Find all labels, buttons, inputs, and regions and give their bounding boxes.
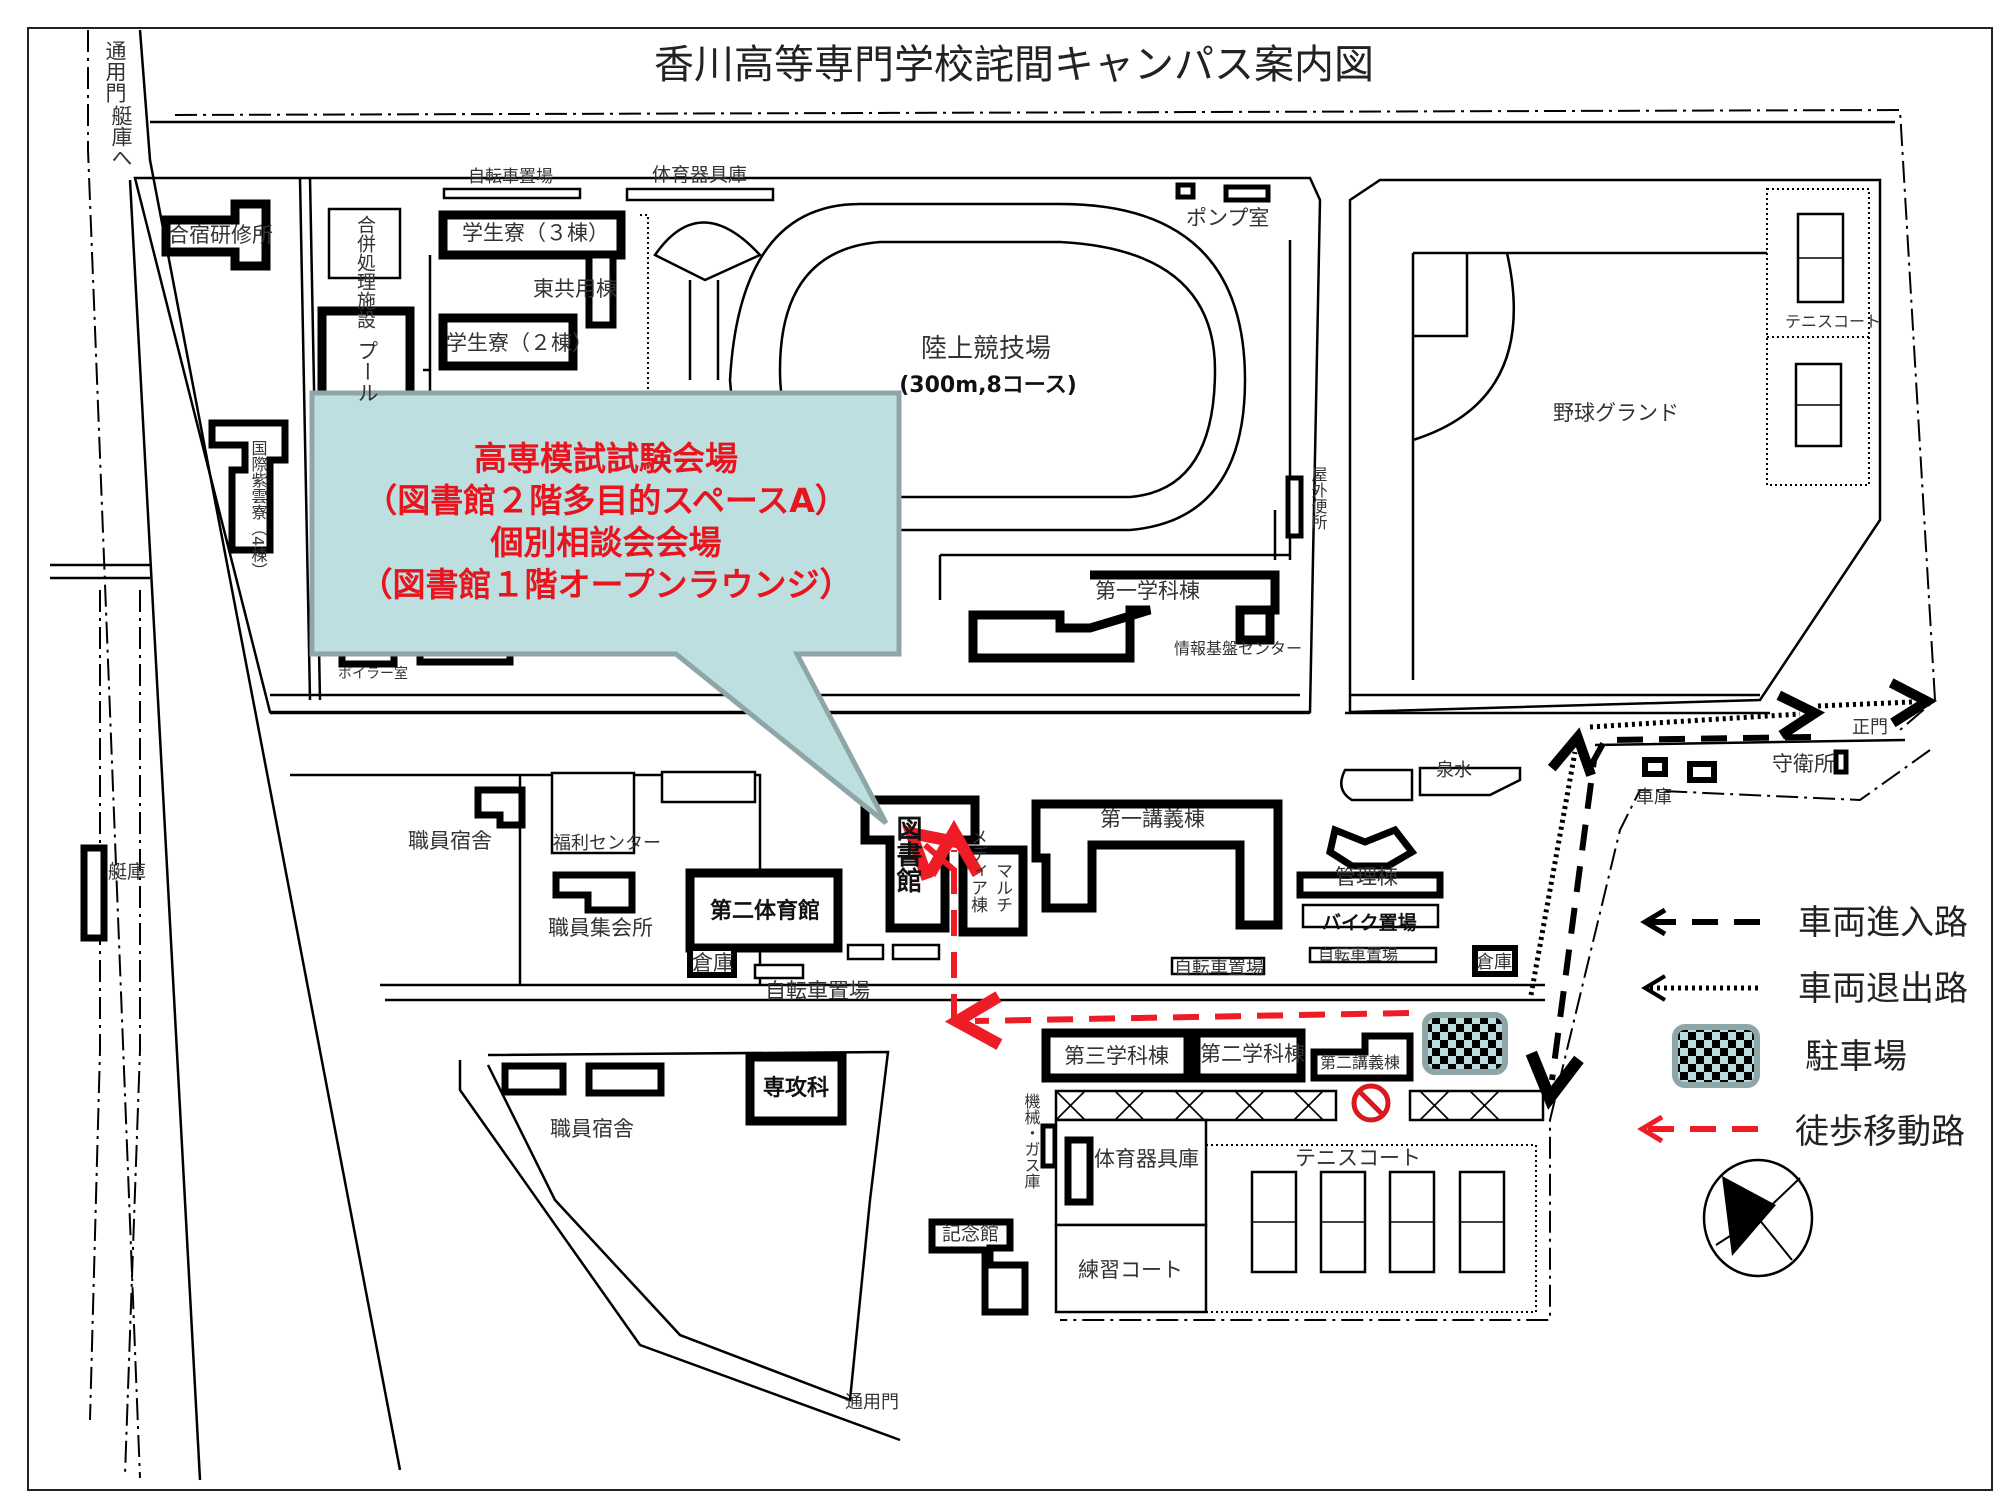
label-bike-parking-r2: 自転車置場 — [1318, 945, 1398, 964]
label-baseball: 野球グランド — [1553, 401, 1679, 425]
callout-line-4: （図書館１階オープンラウンジ） — [359, 565, 852, 604]
label-tennis-upper: テニスコート — [1785, 312, 1881, 331]
label-bike-parking-top: 自転車置場 — [468, 167, 553, 187]
label-sports-storage-low: 体育器具庫 — [1094, 1147, 1199, 1171]
lower-area — [458, 1012, 1545, 1442]
map-title: 香川高等専門学校詫間キャンパス案内図 — [654, 42, 1374, 88]
label-pond: 泉水 — [1436, 760, 1472, 781]
callout-line-3: 個別相談会会場 — [490, 523, 722, 562]
label-side-gate-top: 通用門 — [103, 40, 127, 103]
callout-line-1: 高専模試試験会場 — [474, 439, 738, 478]
label-track: 陸上競技場 — [921, 334, 1051, 364]
label-practice-court: 練習コート — [1078, 1258, 1183, 1282]
label-staff-housing-2: 職員宿舎 — [550, 1117, 634, 1141]
label-gym2: 第二体育館 — [710, 898, 820, 924]
legend-walking-label: 徒歩移動路 — [1795, 1112, 1965, 1152]
north-arrow-icon — [1702, 1158, 1814, 1278]
label-sports-storage-top: 体育器具庫 — [652, 164, 747, 186]
label-outdoor-toilet: 屋外便所 — [1309, 466, 1328, 530]
label-intl-dorm: 国際紫雲寮（4棟） — [249, 440, 268, 578]
upper-buildings — [161, 199, 1280, 668]
upper-area — [133, 176, 1882, 714]
label-guard: 守衛所 — [1772, 752, 1835, 776]
legend: 車両進入路 車両退出路 駐車場 徒歩移動路 — [1637, 903, 1968, 1278]
label-admin: 管理棟 — [1335, 865, 1398, 889]
label-garage: 車庫 — [1636, 787, 1672, 808]
parking-swatch — [1672, 1024, 1760, 1088]
legend-parking-label: 駐車場 — [1805, 1037, 1907, 1077]
callout-line-2: （図書館２階多目的スペースA） — [364, 481, 848, 520]
no-entry-icon — [1351, 1083, 1391, 1123]
label-track-spec: (300m,8コース) — [899, 373, 1077, 398]
label-training-house: 合宿研修所 — [168, 223, 273, 247]
label-storage-2: 倉庫 — [1476, 952, 1512, 973]
label-motorbike: バイク置場 — [1322, 912, 1417, 934]
label-dept3: 第三学科棟 — [1064, 1044, 1169, 1068]
legend-walking: 徒歩移動路 — [1637, 1112, 1965, 1152]
parking-area — [1422, 1012, 1508, 1075]
label-boathouse: 艇庫 — [108, 861, 146, 883]
label-sewage: 合併処理施設 — [354, 215, 376, 329]
walking-route — [975, 1013, 1410, 1021]
legend-vehicle-out-label: 車両退出路 — [1798, 969, 1968, 1009]
label-welfare-center: 福利センター — [553, 833, 661, 854]
label-side-gate-bottom: 通用門 — [845, 1392, 899, 1413]
label-dept1: 第一学科棟 — [1095, 579, 1200, 603]
label-tennis-lower: テニスコート — [1295, 1146, 1421, 1170]
label-storage-1: 倉庫 — [692, 951, 734, 975]
label-bike-parking-r1: 自転車置場 — [1174, 958, 1264, 979]
label-lecture1: 第一講義棟 — [1100, 807, 1205, 831]
label-dorm3: 学生寮（３棟） — [462, 221, 609, 245]
label-main-gate: 正門 — [1852, 717, 1888, 738]
label-lecture2: 第二講義棟 — [1320, 1053, 1400, 1072]
label-bike-parking-mid: 自転車置場 — [765, 979, 870, 1003]
exam-venue-callout: 高専模試試験会場 （図書館２階多目的スペースA） 個別相談会会場 （図書館１階オ… — [309, 390, 902, 825]
legend-parking: 駐車場 — [1672, 1024, 1907, 1088]
label-info-center: 情報基盤センター — [1174, 639, 1302, 658]
map-labels: 通用門 艇庫へ 合宿研修所 合併処理施設 学生寮（３棟） 東共用棟 学生寮（２棟… — [103, 40, 1888, 1413]
label-to-boathouse: 艇庫へ — [109, 105, 133, 168]
vehicle-entry-route — [1552, 734, 1812, 1080]
label-east-common: 東共用棟 — [533, 277, 617, 301]
label-memorial: 記念館 — [942, 1222, 999, 1245]
label-media: メディア棟 — [967, 828, 988, 913]
legend-vehicle-in: 車両進入路 — [1640, 903, 1968, 943]
label-staff-hall: 職員集会所 — [548, 916, 653, 940]
boundaries — [50, 29, 1937, 1481]
label-boiler-room: ボイラー室 — [338, 665, 408, 682]
label-multi: マルチ — [992, 862, 1012, 913]
vehicle-exit-route — [1528, 752, 1575, 996]
legend-vehicle-out: 車両退出路 — [1641, 969, 1968, 1009]
label-pump-room: ポンプ室 — [1186, 206, 1269, 230]
legend-vehicle-in-label: 車両進入路 — [1798, 903, 1968, 943]
routes — [925, 702, 1912, 1080]
label-staff-housing-1: 職員宿舎 — [408, 829, 492, 853]
label-advanced: 専攻科 — [763, 1075, 829, 1101]
label-dept2: 第二学科棟 — [1200, 1042, 1305, 1066]
label-library: 図書館 — [892, 815, 922, 893]
label-dorm2: 学生寮（２棟） — [446, 331, 593, 355]
label-pool: プール — [355, 340, 379, 403]
label-machine-gas: 機械・ガス庫 — [1022, 1093, 1041, 1189]
